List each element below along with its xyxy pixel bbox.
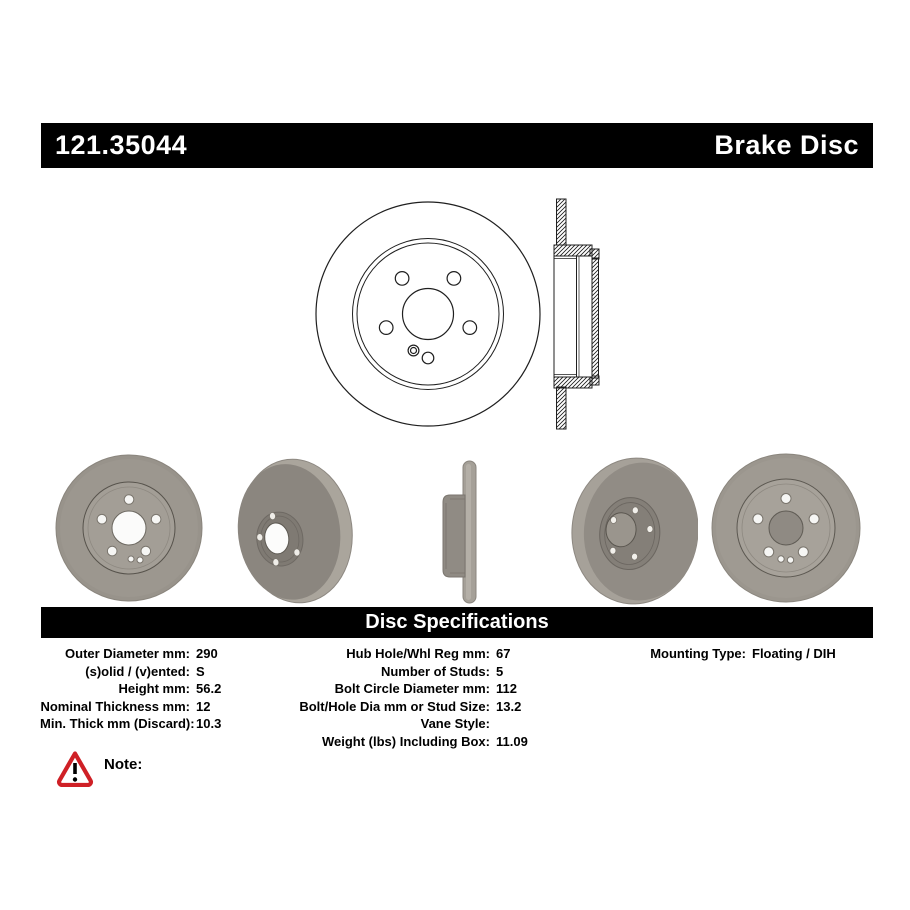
- spec-row-vane-style: Vane Style:: [293, 715, 528, 733]
- part-number: 121.35044: [55, 130, 188, 160]
- spec-value: 290: [196, 646, 218, 661]
- spec-label: Nominal Thickness mm:: [40, 698, 190, 714]
- note-label: Note:: [104, 756, 143, 773]
- product-title: Brake Disc: [714, 130, 859, 160]
- spec-value: 11.09: [496, 733, 528, 749]
- spec-value: 13.2: [496, 698, 522, 714]
- spec-label: (s)olid / (v)ented:: [85, 663, 190, 679]
- spec-row-nominal-thickness: Nominal Thickness mm: 12: [40, 698, 221, 716]
- spec-label: Outer Diameter mm:: [65, 646, 190, 661]
- spec-row-mounting-type: Mounting Type: Floating / DIH: [640, 645, 836, 663]
- spec-value: 67: [496, 646, 511, 661]
- warning-triangle-icon: [57, 751, 93, 787]
- spec-row-weight: Weight (lbs) Including Box: 11.09: [293, 733, 528, 751]
- technical-drawing: [315, 198, 600, 430]
- spec-value: 5: [496, 663, 504, 679]
- spec-value: Floating / DIH: [752, 646, 836, 661]
- spec-value: 112: [496, 681, 517, 696]
- spec-row-min-thick: Min. Thick mm (Discard): 10.3: [40, 715, 221, 733]
- photo-edge-profile-view: [442, 460, 477, 604]
- cross-section-drawing: [553, 198, 600, 430]
- spec-value: S: [196, 663, 205, 679]
- front-view-drawing: [315, 201, 541, 427]
- spec-column-right: Mounting Type: Floating / DIH: [640, 645, 836, 663]
- spec-row-number-of-studs: Number of Studs: 5: [293, 663, 528, 681]
- spec-value: 56.2: [196, 681, 222, 696]
- spec-row-bolt-hole-dia: Bolt/Hole Dia mm or Stud Size: 13.2: [293, 698, 528, 716]
- spec-column-middle: Hub Hole/Whl Reg mm: 67 Number of Studs:…: [293, 645, 528, 750]
- photo-front-view: [55, 454, 203, 602]
- spec-label: Number of Studs:: [380, 663, 490, 679]
- spec-value: 10.3: [196, 716, 222, 731]
- spec-title: Disc Specifications: [365, 611, 549, 633]
- spec-title-bar: Disc Specifications: [41, 607, 873, 638]
- spec-row-hub-hole: Hub Hole/Whl Reg mm: 67: [293, 645, 528, 663]
- spec-label: Mounting Type:: [650, 646, 746, 661]
- photo-rear-angle-view: [237, 458, 353, 604]
- spec-row-bolt-circle-diameter: Bolt Circle Diameter mm: 112: [293, 680, 528, 698]
- spec-label: Hub Hole/Whl Reg mm:: [346, 646, 490, 661]
- spec-value: 12: [196, 698, 211, 714]
- spec-label: Min. Thick mm (Discard):: [40, 716, 195, 731]
- header-bar: 121.35044 Brake Disc: [41, 123, 873, 168]
- photo-front-angle-view: [571, 457, 698, 605]
- photo-front-view-2: [711, 453, 861, 603]
- spec-label: Vane Style:: [420, 716, 490, 731]
- spec-label: Height mm:: [118, 681, 191, 696]
- spec-label: Bolt/Hole Dia mm or Stud Size:: [299, 698, 490, 714]
- spec-row-solid-vented: (s)olid / (v)ented: S: [40, 663, 221, 681]
- spec-row-outer-diameter: Outer Diameter mm: 290: [40, 645, 221, 663]
- spec-row-height: Height mm: 56.2: [40, 680, 222, 698]
- spec-label: Weight (lbs) Including Box:: [321, 733, 490, 749]
- spec-label: Bolt Circle Diameter mm:: [334, 681, 490, 696]
- spec-column-left: Outer Diameter mm: 290 (s)olid / (v)ente…: [40, 645, 221, 733]
